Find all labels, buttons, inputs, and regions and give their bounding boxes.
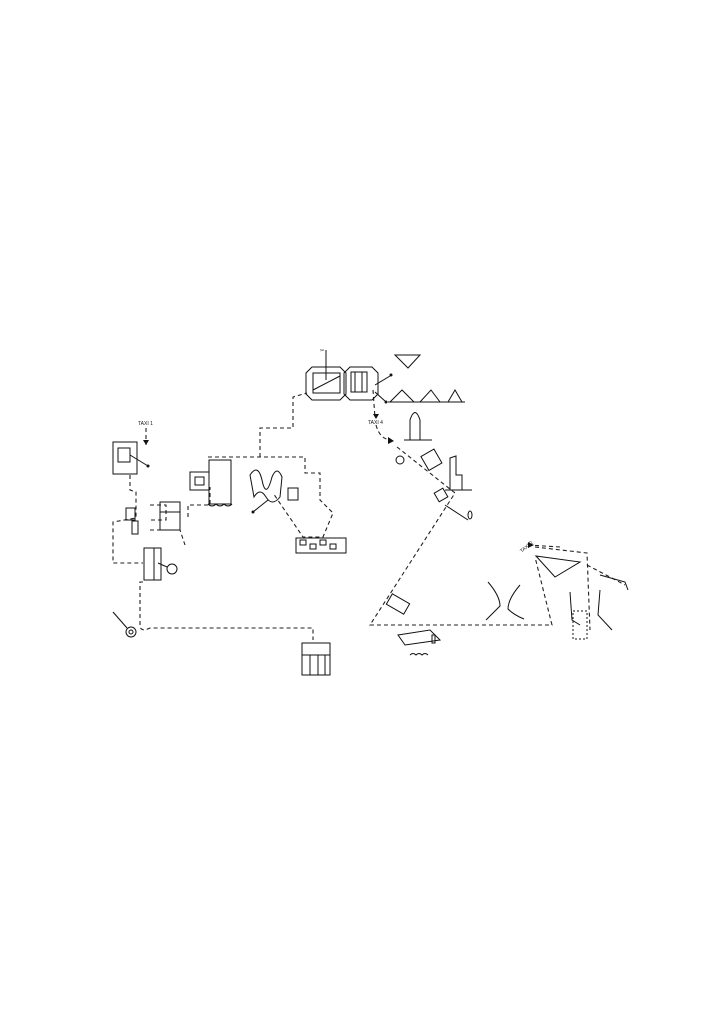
maze-building (112, 441, 150, 475)
bottom-building (301, 642, 331, 676)
small-buildings (125, 501, 181, 581)
svg-text:✂: ✂ (320, 348, 324, 354)
guitar-icon (112, 611, 137, 638)
route-right-triangle (368, 446, 591, 631)
taxi-1-label: TAXI 1 (138, 421, 153, 427)
triangle-icons (388, 354, 465, 403)
wavy-building (249, 469, 299, 514)
route-center (187, 392, 334, 538)
palace-building (189, 459, 233, 507)
route-right-branch (586, 564, 626, 586)
ramp-building (397, 629, 442, 656)
triangle-roof-building (534, 555, 629, 640)
octagon-building-1: ✂ (305, 348, 347, 401)
octagon-building-2 (343, 366, 393, 404)
cross-shaped-building (485, 581, 525, 621)
keyboard-building (295, 537, 347, 554)
tower-buildings (395, 412, 473, 521)
taxi-4-label: TAXI 4 (368, 420, 383, 426)
bridge-building (385, 593, 411, 615)
arrow-icon (143, 414, 534, 548)
taxi-2-label: TAXI 2 (519, 540, 534, 554)
